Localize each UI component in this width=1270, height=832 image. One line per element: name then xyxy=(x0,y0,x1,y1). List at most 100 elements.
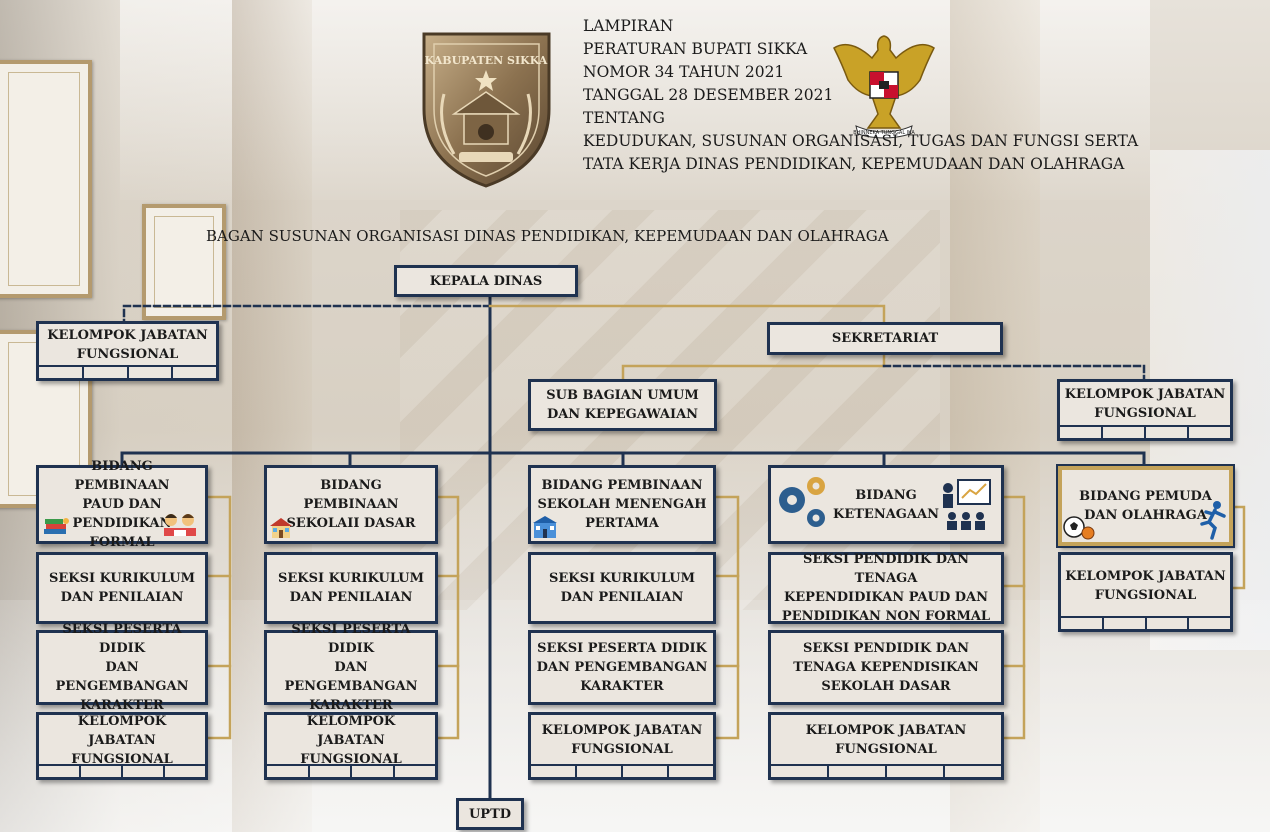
node-label: KARAKTER xyxy=(309,698,393,713)
node-label: KELOMPOK JABATAN xyxy=(306,713,396,748)
node-label: KEPALA DINAS xyxy=(429,273,543,289)
teacher-presentation-icon xyxy=(943,479,991,530)
runner-icon xyxy=(1200,501,1226,540)
node-c2-seksi-kurikulum: SEKSI KURIKULUM DAN PENILAIAN xyxy=(264,552,438,624)
node-label: FUNGSIONAL xyxy=(71,751,173,767)
emblem-text: KABUPATEN SIKKA xyxy=(425,54,548,67)
node-label: SEKSI PESERTA DIDIK xyxy=(62,622,182,656)
node-label: SEKOLAII DASAR xyxy=(286,516,416,531)
node-c3-seksi-kurikulum: SEKSI KURIKULUM DAN PENILAIAN xyxy=(528,552,716,624)
node-label: KARAKTER xyxy=(580,679,664,694)
garuda-motto: BHINNEKA TUNGGAL IKA xyxy=(853,130,915,136)
node-label: KETENAGAAN xyxy=(833,506,939,522)
header-line: LAMPIRAN xyxy=(583,17,674,35)
node-label: SEKSI PESERTA DIDIK xyxy=(537,641,707,656)
node-kepala-dinas: KEPALA DINAS xyxy=(394,265,578,297)
node-label: DAN PENILAIAN xyxy=(60,590,184,605)
school-building-icon xyxy=(270,518,292,538)
school-icon xyxy=(533,516,557,538)
node-label: KELOMPOK JABATAN xyxy=(541,723,703,738)
node-label: SEKRETARIAT xyxy=(831,331,939,346)
kabupaten-sikka-emblem: KABUPATEN SIKKA xyxy=(422,32,551,188)
node-bidang-smp: BIDANG PEMBINAAN SEKOLAH MENENGAH PERTAMA xyxy=(528,465,716,544)
node-label: SEKSI PENDIDIK DAN TENAGA xyxy=(803,552,969,586)
box-footer xyxy=(39,365,216,378)
node-label: FUNGSIONAL xyxy=(76,347,179,362)
node-label: KELOMPOK JABATAN xyxy=(47,328,208,343)
node-label: SUB BAGIAN UMUM xyxy=(546,388,699,403)
node-label: DAN PENILAIAN xyxy=(289,590,413,605)
node-c1-seksi-peserta-didik: SEKSI PESERTA DIDIK DAN PENGEMBANGAN KARAK… xyxy=(36,622,208,713)
node-c4-seksi-pendidik-sd: SEKSI PENDIDIK DAN TENAGA KEPENDISIKAN SEK… xyxy=(768,630,1004,705)
background-ceiling xyxy=(120,0,1150,200)
gears-icon xyxy=(779,477,825,527)
node-c2-kelompok-jabatan-fungsional: KELOMPOK JABATAN FUNGSIONAL xyxy=(264,712,438,780)
node-kelompok-jabatan-fungsional-top: KELOMPOK JABATAN FUNGSIONAL xyxy=(36,321,219,381)
node-label: PAUD DAN PENDIDIKAN xyxy=(72,497,172,531)
node-label: SEKSI PESERTA DIDIK xyxy=(291,622,411,656)
node-label: SEKSI KURIKULUM xyxy=(278,571,424,586)
node-label: SEKSI PENDIDIK DAN xyxy=(803,641,969,656)
children-reading-icon xyxy=(164,514,196,536)
node-c3-seksi-peserta-didik: SEKSI PESERTA DIDIK DAN PENGEMBANGAN KARAK… xyxy=(528,630,716,705)
header-line: TATA KERJA DINAS PENDIDIKAN, KEPEMUDAAN … xyxy=(583,155,1125,173)
node-label: FUNGSIONAL xyxy=(835,742,937,757)
node-bidang-ketenagaan: BIDANG KETENAGAAN xyxy=(768,465,1004,544)
node-c1-kelompok-jabatan-fungsional: KELOMPOK JABATAN FUNGSIONAL xyxy=(36,712,208,780)
node-label: DAN PENGEMBANGAN xyxy=(284,660,418,694)
node-label: DAN PENGEMBANGAN xyxy=(536,660,708,675)
box-footer xyxy=(39,764,205,777)
node-label: FUNGSIONAL xyxy=(1094,406,1196,421)
node-label: KARAKTER xyxy=(80,698,164,713)
node-label: BIDANG PEMBINAAN xyxy=(541,478,703,493)
node-label: PERTAMA xyxy=(585,516,659,531)
chart-title: BAGAN SUSUNAN ORGANISASI DINAS PENDIDIKA… xyxy=(206,227,889,245)
node-c3-kelompok-jabatan-fungsional: KELOMPOK JABATAN FUNGSIONAL xyxy=(528,712,716,780)
node-label: FORMAL xyxy=(89,535,155,550)
node-label: KELOMPOK JABATAN xyxy=(805,723,967,738)
node-c4-seksi-pendidik-paud: SEKSI PENDIDIK DAN TENAGA KEPENDIDIKAN PA… xyxy=(768,552,1004,624)
box-footer xyxy=(1060,425,1230,438)
books-icon xyxy=(44,518,69,534)
node-label: SEKSI KURIKULUM xyxy=(549,571,695,586)
header-text-block: LAMPIRAN PERATURAN BUPATI SIKKA NOMOR 34… xyxy=(583,15,1138,176)
node-label: FUNGSIONAL xyxy=(571,742,673,757)
sports-balls-icon xyxy=(1063,516,1095,540)
node-uptd: UPTD xyxy=(456,798,524,830)
node-label: SEKOLAH MENENGAH xyxy=(537,497,707,512)
node-label: TENAGA KEPENDISIKAN xyxy=(793,660,979,675)
header-line: TANGGAL 28 DESEMBER 2021 xyxy=(583,86,834,104)
node-label: KEPENDIDIKAN PAUD DAN xyxy=(783,590,989,605)
node-label: DAN KEPEGAWAIAN xyxy=(546,407,699,422)
node-label: PENDIDIKAN NON FORMAL xyxy=(781,609,991,624)
node-sub-bagian-umum: SUB BAGIAN UMUM DAN KEPEGAWAIAN xyxy=(528,379,717,431)
node-kelompok-jabatan-fungsional-sekretariat: KELOMPOK JABATAN FUNGSIONAL xyxy=(1057,379,1233,441)
node-label: KELOMPOK JABATAN xyxy=(77,713,167,748)
node-c2-seksi-peserta-didik: SEKSI PESERTA DIDIK DAN PENGEMBANGAN KARAK… xyxy=(264,622,438,713)
node-label: FUNGSIONAL xyxy=(1094,588,1197,603)
box-footer xyxy=(531,764,713,777)
node-label: FUNGSIONAL xyxy=(300,751,402,767)
node-label: DAN PENGEMBANGAN xyxy=(55,660,189,694)
node-label: UPTD xyxy=(468,806,512,822)
header-line: PERATURAN BUPATI SIKKA xyxy=(583,40,808,58)
box-footer xyxy=(1061,616,1230,629)
node-label: DAN PENILAIAN xyxy=(560,590,684,605)
node-label: DAN OLAHRAGA xyxy=(1084,508,1207,523)
garuda-pancasila-emblem: BHINNEKA TUNGGAL IKA xyxy=(833,35,935,139)
header-line: NOMOR 34 TAHUN 2021 xyxy=(583,63,785,81)
box-footer xyxy=(771,764,1001,777)
node-label: BIDANG PEMBINAAN xyxy=(74,459,170,493)
wall-certificate-frame xyxy=(0,60,92,298)
node-c4-kelompok-jabatan-fungsional: KELOMPOK JABATAN FUNGSIONAL xyxy=(768,712,1004,780)
node-sekretariat: SEKRETARIAT xyxy=(767,322,1003,355)
node-label: BIDANG PEMUDA xyxy=(1079,489,1212,504)
node-label: SEKOLAH DASAR xyxy=(821,679,951,694)
node-label: BIDANG xyxy=(855,487,917,503)
node-label: KELOMPOK JABATAN xyxy=(1064,387,1226,402)
header-line: TENTANG xyxy=(583,109,665,127)
